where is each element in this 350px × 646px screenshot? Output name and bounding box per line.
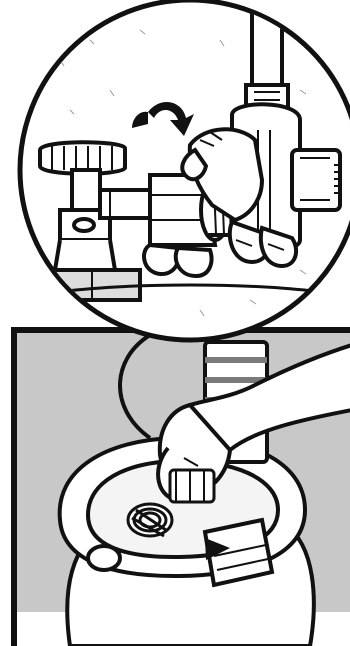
finger-2-top — [176, 248, 212, 276]
tank-valve-spring — [128, 504, 172, 536]
collar-handle-hole — [88, 546, 120, 570]
top-panel — [20, 0, 350, 340]
tank-valve-body — [170, 470, 214, 502]
bottom-panel — [12, 328, 350, 646]
